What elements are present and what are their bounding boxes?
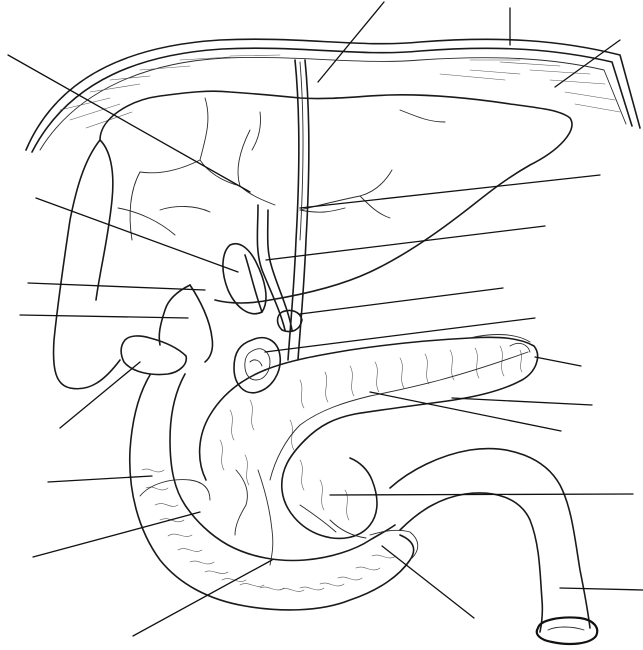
falciform-ligament [288,60,309,360]
gallbladder [223,205,302,332]
leader-line [33,512,200,557]
duodenum [130,374,418,610]
leader-line [560,588,643,590]
liver [54,91,572,389]
leader-line [133,560,272,636]
diaphragm-hatching [60,55,620,128]
jejunum [390,449,597,644]
leader-line [300,288,503,314]
leader-line [300,175,600,208]
stomach-pylorus [121,285,212,375]
leader-line [555,40,620,87]
leader-line [535,357,581,366]
leader-line [60,362,140,428]
leader-line [266,226,545,260]
leader-line [8,55,250,192]
leader-line [48,476,152,482]
leader-line [28,283,205,290]
leader-line [382,546,474,618]
pancreas [200,337,538,538]
duodenal-papilla [234,338,280,393]
leader-line [452,398,592,405]
leader-line [36,198,238,272]
diaphragm [26,39,640,152]
leader-lines [8,2,643,636]
duodenum-folds [142,469,396,591]
